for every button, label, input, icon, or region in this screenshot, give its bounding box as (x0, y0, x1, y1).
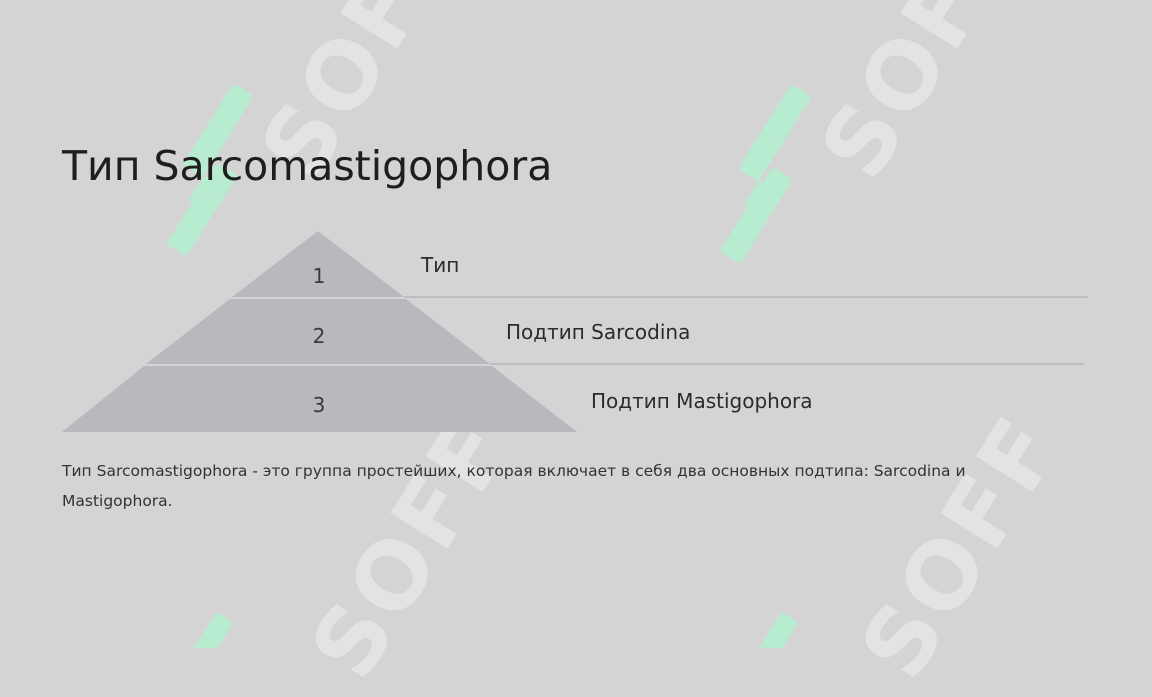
pyramid-level-3-number: 3 (312, 393, 326, 417)
pyramid-level-3-label: Подтип Mastigophora (591, 389, 813, 413)
pyramid-level-1-number: 1 (312, 264, 326, 288)
pyramid-level-2-number: 2 (312, 324, 326, 348)
pyramid-level-2-label: Подтип Sarcodina (506, 320, 691, 344)
description-text: Тип Sarcomastigophora - это группа прост… (62, 462, 966, 510)
pyramid-level-1-label: Тип (421, 253, 460, 277)
pyramid-level-1-shape (232, 231, 404, 297)
pyramid-level-3-shape (62, 366, 577, 432)
pyramid-level-2-shape (146, 299, 490, 364)
pyramid-diagram (62, 231, 1088, 432)
page-title: Тип Sarcomastigophora (62, 142, 553, 190)
